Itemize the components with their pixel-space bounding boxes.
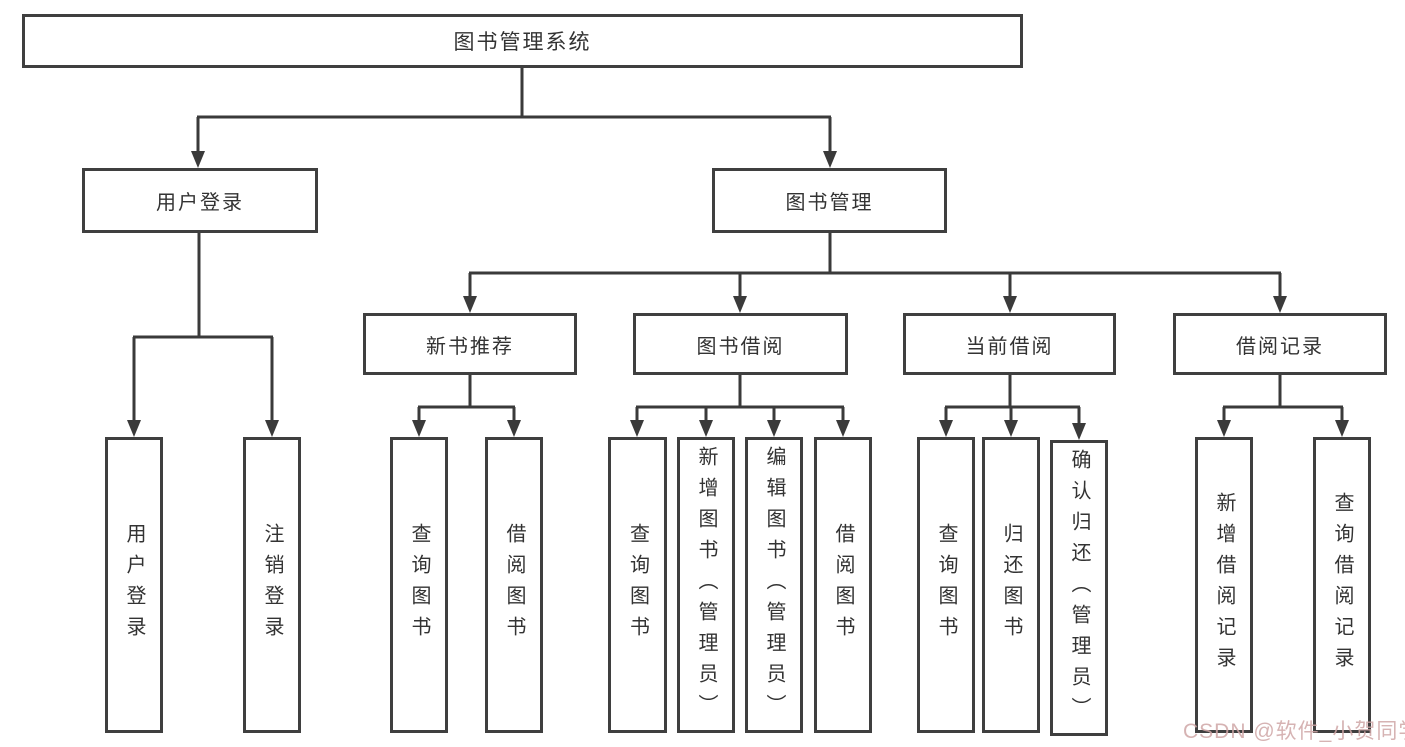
leaf-query-borrow-record-label: 查询借阅记录: [1331, 492, 1353, 678]
leaf-add-borrow-record-label: 新增借阅记录: [1213, 492, 1235, 678]
node-user-login: 用户登录: [82, 168, 318, 233]
leaf-edit-books-admin: 编辑图书（管理员）: [745, 437, 803, 733]
leaf-borrow-books-1: 借阅图书: [485, 437, 543, 733]
node-library-management-system-label: 图书管理系统: [453, 31, 592, 54]
leaf-user-login: 用户登录: [105, 437, 163, 733]
node-current-borrowing-label: 当前借阅: [965, 335, 1054, 358]
node-current-borrowing: 当前借阅: [903, 313, 1116, 375]
leaf-user-login-label: 用户登录: [123, 523, 145, 647]
csdn-watermark: CSDN @软件_小贺同学: [1183, 720, 1405, 743]
leaf-add-borrow-record: 新增借阅记录: [1195, 437, 1253, 733]
node-book-borrowing-label: 图书借阅: [696, 335, 785, 358]
node-book-management: 图书管理: [712, 168, 947, 233]
leaf-add-books-admin-label: 新增图书（管理员）: [695, 445, 717, 725]
node-book-management-label: 图书管理: [785, 192, 874, 214]
leaf-borrow-books-1-label: 借阅图书: [503, 523, 525, 647]
leaf-confirm-return-admin: 确认归还（管理员）: [1050, 440, 1108, 736]
leaf-add-books-admin: 新增图书（管理员）: [677, 437, 735, 733]
node-borrowing-records-label: 借阅记录: [1236, 335, 1324, 358]
node-library-management-system: 图书管理系统: [22, 14, 1023, 68]
leaf-return-books-label: 归还图书: [1000, 523, 1022, 647]
node-new-book-recommendation: 新书推荐: [363, 313, 577, 375]
leaf-edit-books-admin-label: 编辑图书（管理员）: [763, 445, 785, 725]
node-book-borrowing: 图书借阅: [633, 313, 848, 375]
leaf-logout: 注销登录: [243, 437, 301, 733]
leaf-query-books-1-label: 查询图书: [408, 523, 430, 647]
leaf-query-books-3-label: 查询图书: [935, 523, 957, 647]
leaf-return-books: 归还图书: [982, 437, 1040, 733]
leaf-query-books-1: 查询图书: [390, 437, 448, 733]
leaf-query-books-2: 查询图书: [608, 437, 667, 733]
node-user-login-label: 用户登录: [156, 192, 244, 214]
leaf-borrow-books-2: 借阅图书: [814, 437, 872, 733]
leaf-borrow-books-2-label: 借阅图书: [832, 523, 854, 647]
leaf-query-borrow-record: 查询借阅记录: [1313, 437, 1371, 733]
leaf-logout-label: 注销登录: [261, 523, 283, 647]
node-new-book-recommendation-label: 新书推荐: [426, 335, 514, 358]
node-borrowing-records: 借阅记录: [1173, 313, 1387, 375]
arrowheads: [127, 151, 1349, 440]
leaf-query-books-2-label: 查询图书: [626, 523, 649, 647]
leaf-query-books-3: 查询图书: [917, 437, 975, 733]
leaf-confirm-return-admin-label: 确认归还（管理员）: [1068, 448, 1090, 728]
